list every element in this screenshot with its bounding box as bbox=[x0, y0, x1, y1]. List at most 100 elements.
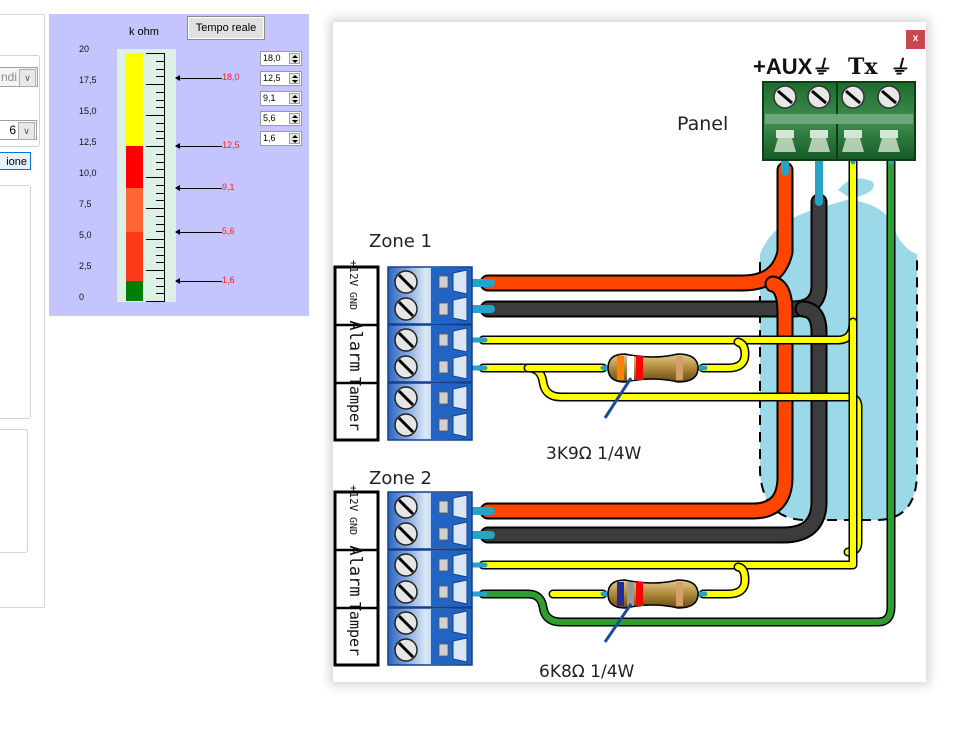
zone-terminal-label: Tamper bbox=[346, 602, 364, 656]
zone-terminal-label: GND bbox=[347, 292, 358, 310]
scale-tick bbox=[146, 239, 165, 240]
settings-panel: ndi ∨ 6 ∨ ione bbox=[0, 14, 45, 608]
chevron-down-icon[interactable]: ∨ bbox=[18, 122, 35, 140]
scale-tick bbox=[156, 262, 165, 264]
scale-tick bbox=[156, 192, 165, 194]
option-select[interactable]: 6 ∨ bbox=[0, 120, 37, 140]
marker-line bbox=[179, 231, 222, 233]
settings-group-bottom bbox=[0, 429, 28, 553]
spinner-value[interactable]: 18,0 bbox=[263, 53, 281, 63]
wiring-diagram: 3K9Ω 1/4W 6K8Ω 1/4W +AUX ⏚ Tx ⏚ Panel Zo… bbox=[333, 54, 918, 682]
spinner-value[interactable]: 1,6 bbox=[263, 133, 276, 143]
scale-tick bbox=[146, 115, 165, 116]
scale-tick bbox=[146, 208, 165, 209]
threshold-spinner[interactable]: 18,0 bbox=[260, 51, 302, 66]
gauge-segment bbox=[126, 231, 143, 282]
scale-tick bbox=[156, 68, 165, 70]
scale-tick bbox=[156, 293, 165, 295]
scale-tick bbox=[156, 122, 165, 124]
arrow-left-icon bbox=[175, 185, 180, 192]
scale-tick bbox=[146, 53, 165, 54]
scale-tick bbox=[156, 277, 165, 279]
scale-tick bbox=[146, 270, 165, 271]
resistor-band bbox=[636, 582, 643, 606]
spinner-up-down-icon[interactable] bbox=[289, 113, 300, 124]
scale-tick bbox=[156, 184, 165, 186]
zone-terminal-label: +12V bbox=[347, 485, 360, 512]
threshold-spinner[interactable]: 12,5 bbox=[260, 71, 302, 86]
zone2-label: Zone 2 bbox=[369, 468, 432, 489]
zone1-label: Zone 1 bbox=[369, 231, 432, 252]
threshold-spinner[interactable]: 9,1 bbox=[260, 91, 302, 106]
resistance-gauge-panel: k ohm Tempo reale 20 17,5 15,0 12,5 10,0 7,5 5… bbox=[49, 14, 309, 316]
wire-gnd-zone2 bbox=[481, 302, 826, 542]
resistor-zone2-label: 6K8Ω 1/4W bbox=[539, 662, 635, 682]
terminal-label-ground-2: ⏚ bbox=[889, 55, 909, 79]
terminal-label-aux: +AUX bbox=[753, 54, 813, 79]
scale-tick bbox=[156, 153, 165, 155]
axis-label: 17,5 bbox=[79, 75, 97, 85]
spinner-value[interactable]: 5,6 bbox=[263, 113, 276, 123]
resistor-zone1 bbox=[603, 353, 699, 419]
spinner-up-down-icon[interactable] bbox=[289, 53, 300, 64]
spinner-up-down-icon[interactable] bbox=[289, 93, 300, 104]
wiring-diagram-popup: 3K9Ω 1/4W 6K8Ω 1/4W +AUX ⏚ Tx ⏚ Panel Zo… bbox=[333, 22, 926, 682]
mode-select[interactable]: ndi ∨ bbox=[0, 67, 38, 87]
spinner-up-down-icon[interactable] bbox=[289, 73, 300, 84]
wire-alarm-zone2 bbox=[480, 319, 856, 568]
terminal-label-ground-1: ⏚ bbox=[811, 55, 831, 79]
threshold-label: 12,5 bbox=[222, 140, 240, 150]
threshold-spinner[interactable]: 1,6 bbox=[260, 131, 302, 146]
scale-tick bbox=[146, 146, 165, 147]
resistor-band bbox=[676, 582, 683, 606]
scale-tick bbox=[156, 60, 165, 62]
arrow-left-icon bbox=[175, 278, 180, 285]
resistor-band bbox=[617, 356, 624, 380]
scale-tick bbox=[156, 107, 165, 109]
scale-tick bbox=[146, 301, 165, 302]
action-button[interactable]: ione bbox=[0, 152, 31, 170]
scale-tick bbox=[146, 84, 165, 85]
scale-tick bbox=[156, 169, 165, 171]
gauge-color-bar bbox=[126, 53, 143, 301]
threshold-label: 9,1 bbox=[222, 182, 235, 193]
axis-label: 7,5 bbox=[79, 199, 92, 209]
zone-terminal-label: Alarm bbox=[345, 545, 365, 596]
close-button[interactable]: x bbox=[906, 30, 925, 49]
option-select-value: 6 bbox=[9, 123, 16, 137]
gauge-unit-label: k ohm bbox=[129, 26, 159, 38]
resistor-zone1-label: 3K9Ω 1/4W bbox=[546, 444, 642, 464]
spinner-value[interactable]: 12,5 bbox=[263, 73, 281, 83]
settings-group-middle bbox=[0, 185, 31, 419]
threshold-label: 5,6 bbox=[222, 225, 235, 236]
scale-tick bbox=[156, 91, 165, 93]
panel-terminal-block bbox=[762, 81, 916, 161]
gauge-segment bbox=[126, 188, 143, 232]
spinner-value[interactable]: 9,1 bbox=[263, 93, 276, 103]
scale-tick bbox=[156, 161, 165, 163]
chevron-down-icon[interactable]: ∨ bbox=[19, 69, 36, 87]
scale-tick bbox=[156, 254, 165, 256]
gauge-scale bbox=[146, 53, 171, 302]
threshold-spinner[interactable]: 5,6 bbox=[260, 111, 302, 126]
zone-terminal-label: +12V bbox=[347, 260, 360, 287]
marker-line bbox=[179, 146, 222, 147]
scale-tick bbox=[156, 215, 165, 217]
axis-label: 15,0 bbox=[79, 106, 97, 116]
wire-return-zone2 bbox=[480, 154, 894, 625]
spinner-up-down-icon[interactable] bbox=[289, 133, 300, 144]
threshold-label: 1,6 bbox=[222, 275, 235, 286]
scale-tick bbox=[156, 231, 165, 233]
axis-label: 20 bbox=[79, 44, 90, 54]
threshold-label: 18,0 bbox=[222, 71, 240, 82]
zone-terminal-label: Alarm bbox=[345, 320, 365, 371]
resistor-band bbox=[627, 582, 634, 606]
scale-tick bbox=[156, 130, 165, 132]
arrow-left-icon bbox=[175, 74, 180, 81]
panel-label: Panel bbox=[677, 113, 728, 135]
realtime-button[interactable]: Tempo reale bbox=[187, 16, 265, 40]
axis-label: 0 bbox=[79, 292, 85, 302]
resistor-band bbox=[617, 582, 624, 606]
axis-label: 10,0 bbox=[79, 168, 97, 178]
